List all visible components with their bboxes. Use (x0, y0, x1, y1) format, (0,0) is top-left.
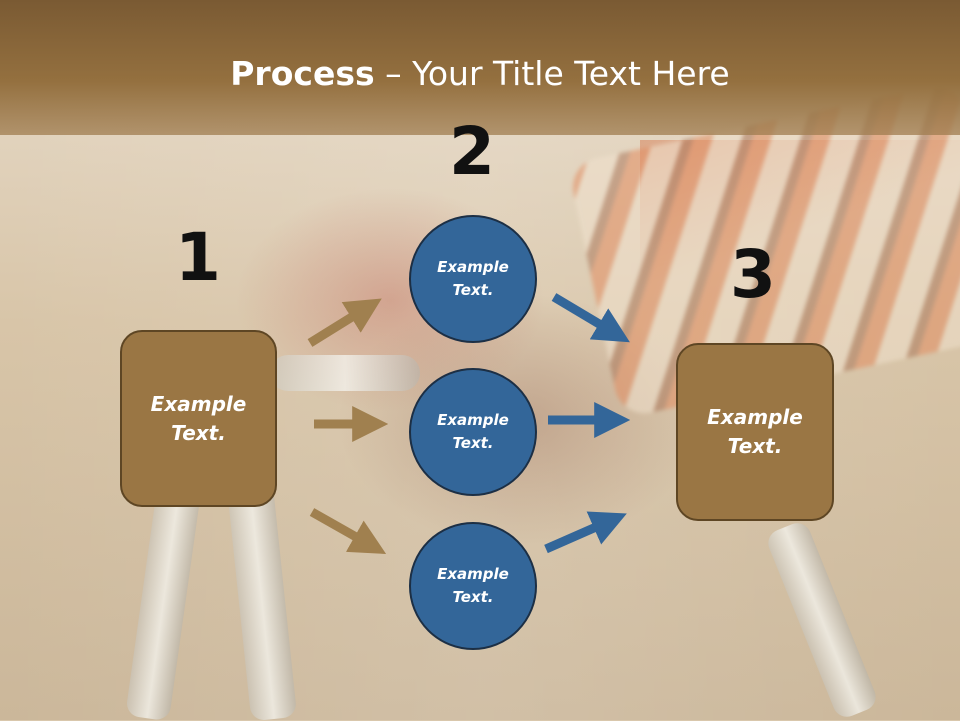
middle-circle-center: Example Text. (409, 368, 537, 496)
middle-circle-top: Example Text. (409, 215, 537, 343)
arrow-start-to-bottom (309, 508, 387, 554)
middle-circle-bottom-line1: Example (437, 565, 509, 583)
end-box-line1: Example (707, 405, 803, 429)
middle-circle-top-line1: Example (437, 258, 509, 276)
arrow-top-to-end (551, 293, 630, 343)
step-number-3: 3 (730, 236, 776, 313)
step-number-2: 2 (449, 113, 495, 190)
title-bold: Process (230, 54, 375, 93)
middle-circle-top-line2: Text. (452, 281, 494, 299)
middle-circle-bottom: Example Text. (409, 522, 537, 650)
title-band (0, 0, 960, 135)
arrow-bottom-to-end (544, 511, 627, 554)
middle-circle-bottom-line2: Text. (452, 588, 494, 606)
slide-title: Process – Your Title Text Here (0, 52, 960, 96)
walker-handle (270, 355, 420, 391)
end-box-line2: Text. (727, 434, 783, 458)
arrow-start-to-top (307, 298, 382, 347)
middle-circle-center-line2: Text. (452, 434, 494, 452)
title-rest: – Your Title Text Here (374, 54, 730, 93)
start-box: Example Text. (120, 330, 277, 507)
step-number-1: 1 (175, 219, 221, 296)
middle-circle-center-line1: Example (437, 411, 509, 429)
start-box-line2: Text. (171, 420, 226, 445)
start-box-line1: Example (150, 391, 247, 416)
end-box: Example Text. (676, 343, 834, 521)
